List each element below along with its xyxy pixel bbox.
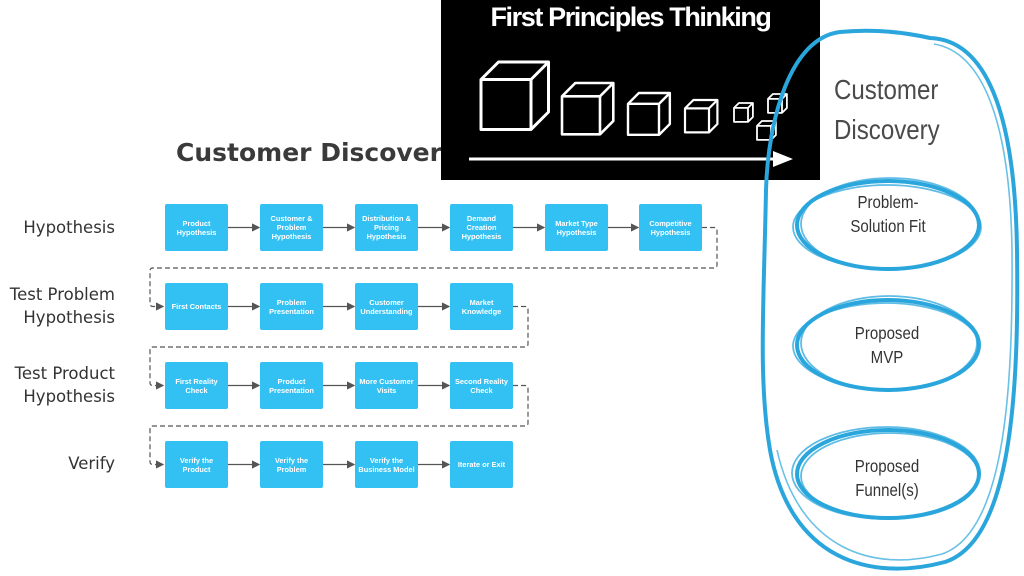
- first-principles-panel: First Principles Thinking: [441, 0, 820, 180]
- row-connector: [149, 305, 529, 390]
- step-first-contacts: First Contacts: [165, 283, 228, 330]
- cube-icon: [683, 98, 719, 134]
- cube-sequence: [469, 60, 793, 167]
- diagram-title: Customer Discovery: [176, 138, 459, 167]
- step-product-hypothesis: Product Hypothesis: [165, 204, 228, 251]
- stage-label-proposed-funnels: Proposed Funnel(s): [854, 456, 920, 500]
- row-label-verify: Verify: [68, 454, 115, 473]
- sketch-frame-stroke: [776, 43, 1013, 561]
- step-verify-product: Verify the Product: [165, 441, 228, 488]
- step-competitive-hypothesis: Competitive Hypothesis: [639, 204, 702, 251]
- step-market-type-hypothesis: Market Type Hypothesis: [545, 204, 608, 251]
- stage-label-problem-solution-fit: Problem- Solution Fit: [850, 192, 926, 236]
- step-more-customer-visits: More Customer Visits: [355, 362, 418, 409]
- cube-icon: [733, 102, 754, 123]
- step-market-knowledge: Market Knowledge: [450, 283, 513, 330]
- step-problem-presentation: Problem Presentation: [260, 283, 323, 330]
- step-product-presentation: Product Presentation: [260, 362, 323, 409]
- oval-proposed-mvp: [792, 295, 981, 392]
- step-first-reality-check: First Reality Check: [165, 362, 228, 409]
- row-connector: [149, 226, 718, 311]
- arrow-right-icon: [469, 151, 793, 167]
- cube-icon: [560, 81, 615, 136]
- row-label-test-product: Test Product Hypothesis: [14, 364, 115, 406]
- row-label-test-problem: Test Problem Hypothesis: [9, 285, 115, 327]
- step-verify-problem: Verify the Problem: [260, 441, 323, 488]
- first-principles-title: First Principles Thinking: [490, 2, 771, 32]
- step-distribution-pricing-hypothesis: Distribution & Pricing Hypothesis: [355, 204, 418, 251]
- oval-problem-solution-fit: [792, 177, 982, 271]
- row-label-hypothesis: Hypothesis: [23, 218, 115, 237]
- sketch-frame-outline: [760, 28, 1020, 571]
- step-iterate-or-exit: Iterate or Exit: [450, 441, 513, 488]
- step-customer-problem-hypothesis: Customer & Problem Hypothesis: [260, 204, 323, 251]
- sketch-title: Customer Discovery: [834, 74, 940, 145]
- cube-icon: [626, 91, 672, 137]
- step-demand-creation-hypothesis: Demand Creation Hypothesis: [450, 204, 513, 251]
- cube-icon: [479, 60, 550, 131]
- step-verify-business-model: Verify the Business Model: [355, 441, 418, 488]
- oval-proposed-funnels: [791, 426, 981, 520]
- step-second-reality-check: Second Reality Check: [450, 362, 513, 409]
- row-connector: [149, 384, 529, 469]
- step-customer-understanding: Customer Understanding: [355, 283, 418, 330]
- stage-label-proposed-mvp: Proposed MVP: [854, 323, 920, 367]
